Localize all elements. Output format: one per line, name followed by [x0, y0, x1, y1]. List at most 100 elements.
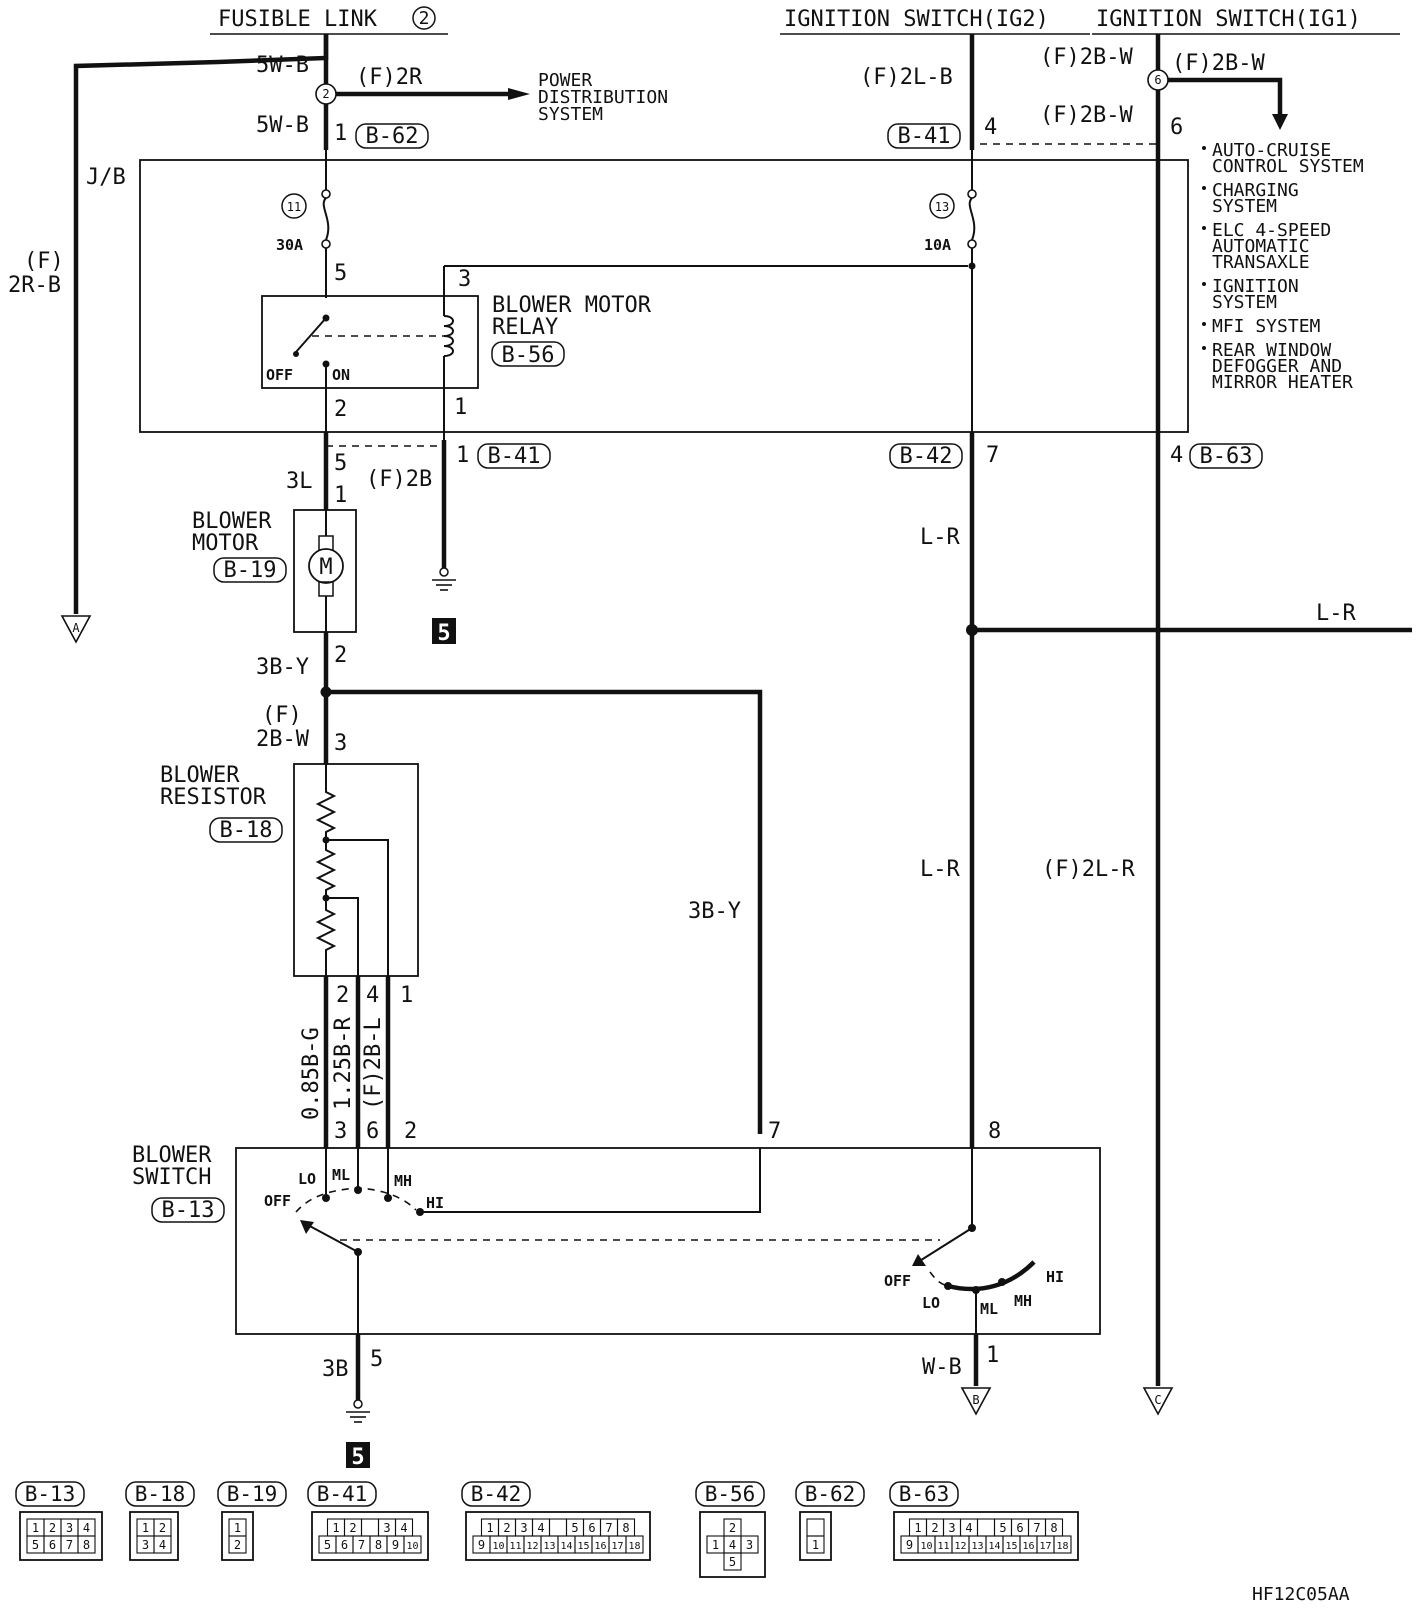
- connector-view-badge: [695, 1481, 765, 1507]
- connector-b41-lower: [477, 443, 551, 469]
- connector-pin-number: 3: [948, 1521, 955, 1535]
- fuse11-label: 11: [287, 200, 301, 214]
- power-label-3: SYSTEM: [538, 104, 603, 125]
- resistor-section: (F) 2B-W 3 BLOWER RESISTOR B-18 2 4 1 0.…: [160, 703, 419, 1148]
- connector-view-label: B-42: [471, 1482, 522, 1506]
- connector-pin-number: 6: [588, 1521, 595, 1535]
- relay-contact-arm: [295, 317, 327, 353]
- connector-view-body: [699, 1511, 766, 1578]
- connector-pin-number: 6: [341, 1538, 348, 1552]
- wire-label-f2lb: (F)2L-B: [860, 65, 953, 90]
- connector-pin-number: 5: [324, 1538, 331, 1552]
- sw2-ml-label: ML: [980, 1300, 998, 1318]
- fusible-number-circle: [412, 6, 436, 30]
- wire-label-f2rb-1: (F): [24, 249, 64, 274]
- bullet-4: [1202, 282, 1206, 286]
- system-12: DEFOGGER AND: [1212, 356, 1342, 377]
- connector-view-body: [799, 1511, 832, 1561]
- connector-pin-number: 9: [392, 1538, 399, 1552]
- wire-label-3l: 3L: [286, 469, 313, 494]
- resistor-element-1: [315, 764, 337, 840]
- bullet-6: [1202, 346, 1206, 350]
- connector-view-label: B-63: [899, 1482, 950, 1506]
- connector-pin-number: 9: [906, 1538, 913, 1552]
- pin-sw2: 2: [404, 1119, 417, 1144]
- fuse13-amp: 10A: [924, 236, 951, 254]
- pin-res1: 1: [400, 983, 413, 1008]
- connector-pin-number: 3: [383, 1521, 390, 1535]
- bullet-5: [1202, 322, 1206, 326]
- connector-pin-number: 5: [729, 1555, 736, 1569]
- connector-pin-number: 4: [537, 1521, 544, 1535]
- pin-sw1: 1: [986, 1343, 999, 1368]
- connector-pin-number: 7: [605, 1521, 612, 1535]
- sw2-lo-label: LO: [922, 1294, 940, 1312]
- switch-label-2: SWITCH: [132, 1165, 211, 1190]
- wire-label-3by-b: 3B-Y: [688, 899, 741, 924]
- fuse11-top: [321, 189, 331, 199]
- fuse11-bottom: [321, 239, 331, 249]
- connector-view-label: B-62: [805, 1482, 856, 1506]
- pin-sw3: 3: [334, 1119, 347, 1144]
- connector-b19: [213, 557, 287, 583]
- fuse13-bottom: [967, 239, 977, 249]
- switch-wiper: [305, 1223, 359, 1253]
- connector-pin-number: 7: [1033, 1521, 1040, 1535]
- switch2-wiper-arrow: [912, 1254, 926, 1266]
- connector-view-badge: [461, 1481, 531, 1507]
- resistor-tap-2-wire: [326, 897, 359, 976]
- ig1-column: (F)2B-W 6 (F)2B-W (F)2B-W 6 4 B-63 (F)2L…: [1040, 34, 1288, 1416]
- connector-b56-label: B-56: [502, 343, 555, 368]
- connector-pin-number: 5: [999, 1521, 1006, 1535]
- connector-pin-cell: [360, 1518, 380, 1537]
- motor-label-1: BLOWER: [192, 509, 272, 534]
- connector-pin-number: 1: [234, 1521, 241, 1535]
- ground-switch-badge-label: 5: [351, 1445, 364, 1470]
- connector-pin-number: 8: [622, 1521, 629, 1535]
- wire-label-f2rb-2: 2R-B: [8, 273, 61, 298]
- relay-label-1: BLOWER MOTOR: [492, 293, 652, 318]
- connector-pin-cell: [1053, 1535, 1072, 1554]
- wire-label-3b: 3B: [322, 1357, 349, 1382]
- connector-pin-number: 1: [32, 1521, 39, 1535]
- resistor-label-1: BLOWER: [160, 763, 240, 788]
- connector-pin-number: 13: [543, 1541, 555, 1552]
- header: FUSIBLE LINK 2 IGNITION SWITCH(IG2) IGNI…: [210, 6, 1400, 35]
- pin-res4: 4: [366, 983, 379, 1008]
- connector-pin-number: 12: [526, 1541, 538, 1552]
- fuse13-circle: [929, 193, 955, 219]
- ground-relay-badge-label: 5: [437, 621, 450, 646]
- wire-label-5wb-b: 5W-B: [256, 113, 309, 138]
- connector-pin-number: 14: [988, 1541, 1000, 1552]
- relay-on-label: ON: [332, 366, 350, 384]
- connector-pin-number: 4: [159, 1538, 166, 1552]
- ground-switch-badge: [346, 1442, 370, 1468]
- connector-pin-number: 5: [571, 1521, 578, 1535]
- resistor-element-2: [315, 840, 337, 898]
- relay-contact-off: [293, 351, 299, 357]
- pin-sw5: 5: [370, 1347, 383, 1372]
- connector-pin-number: 12: [954, 1541, 966, 1552]
- wire-label-lr-b: L-R: [920, 857, 960, 882]
- system-6: AUTOMATIC: [1212, 236, 1310, 257]
- connector-view-body: [893, 1511, 1079, 1561]
- pin-b41-1: 1: [456, 443, 469, 468]
- ground-relay-eyelet: [439, 567, 449, 577]
- switch-label-1: BLOWER: [132, 1143, 212, 1168]
- wire-label-f2r: (F)2R: [356, 65, 423, 90]
- resistor-element-3: [315, 898, 337, 976]
- switch2-off-arc: [929, 1271, 949, 1287]
- terminal-b-label: B: [972, 1393, 979, 1407]
- connector-pin-number: 11: [509, 1541, 521, 1552]
- terminal-a-label: A: [72, 621, 80, 635]
- pin-sw6: 6: [366, 1119, 379, 1144]
- wire-label-f2bw2-1: (F): [262, 703, 302, 728]
- sw2-hi-label: HI: [1046, 1268, 1064, 1286]
- connector-b41-upper: [887, 123, 961, 149]
- switch-contact-hi: [416, 1208, 424, 1216]
- connector-pin-cell: [723, 1552, 742, 1571]
- wire-label-f2b: (F)2B: [366, 467, 432, 492]
- connector-pin-number: 1: [486, 1521, 493, 1535]
- connector-pin-number: 1: [712, 1538, 719, 1552]
